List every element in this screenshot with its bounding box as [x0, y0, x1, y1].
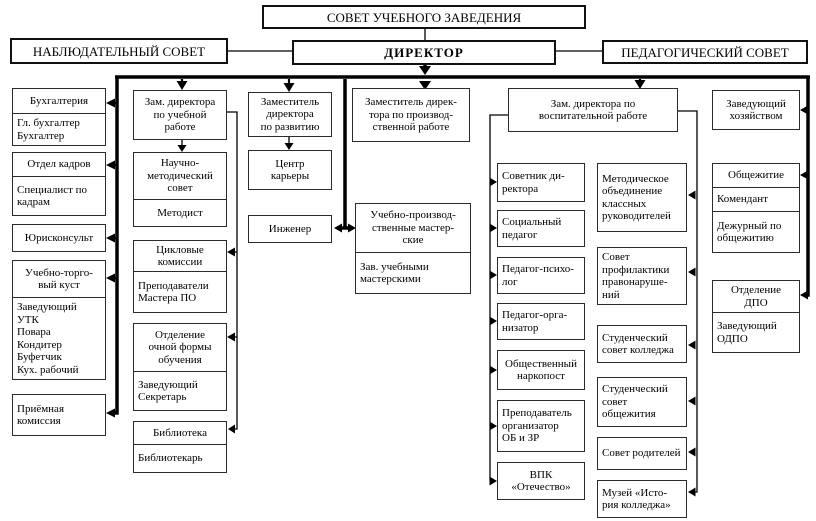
box-vpk-otechestvo: ВПК «Отечество»: [497, 462, 585, 500]
box-director-advisor: Советник ди- ректора: [497, 163, 585, 202]
box-council: СОВЕТ УЧЕБНОГО ЗАВЕДЕНИЯ: [262, 5, 586, 29]
box-public-narcopost: Общественный наркопост: [497, 350, 585, 390]
box-parents-council: Совет родителей: [597, 437, 687, 470]
box-deputy-upbringing: Зам. директора по воспитательной работе: [508, 88, 678, 132]
box-legal-advisor: Юрисконсульт: [12, 224, 106, 252]
box-career-center: Центр карьеры: [248, 150, 332, 190]
box-director: ДИРЕКТОР: [292, 40, 556, 65]
box-library: Библиотека: [133, 421, 227, 445]
box-supervisory-board: НАБЛЮДАТЕЛЬНЫЙ СОВЕТ: [10, 38, 228, 64]
box-method-council: Научно- методический совет: [133, 152, 227, 200]
box-ob-teacher: Преподаватель организатор ОБ и ЗР: [497, 400, 585, 452]
box-training-trade-hub: Учебно-торго- вый куст: [12, 260, 106, 298]
box-cycle-commissions: Цикловые комиссии: [133, 240, 227, 272]
box-commandant: Комендант: [712, 187, 800, 212]
box-student-council-dorm: Студенческий совет общежития: [597, 377, 687, 427]
box-prevention-council: Совет профилактики правонаруше- ний: [597, 247, 687, 305]
box-training-trade-staff: Заведующий УТК Повара Кондитер Буфетчик …: [12, 297, 106, 380]
box-engineer: Инженер: [248, 215, 332, 243]
box-hr-staff: Специалист по кадрам: [12, 176, 106, 216]
box-fulltime-staff: Заведующий Секретарь: [133, 371, 227, 411]
box-odpo-head: Заведующий ОДПО: [712, 312, 800, 353]
box-cycle-staff: Преподаватели Мастера ПО: [133, 271, 227, 313]
box-methodist: Методист: [133, 199, 227, 227]
box-social-pedagogue: Социальный педагог: [497, 210, 585, 247]
box-student-council-college: Студенческий совет колледжа: [597, 325, 687, 363]
box-pedagogue-psychologist: Педагог-психо- лог: [497, 257, 585, 294]
box-deputy-production: Заместитель дирек- тора по производ- ств…: [352, 88, 470, 142]
box-admission-committee: Приёмная комиссия: [12, 394, 106, 436]
box-dorm-duty: Дежурный по общежитию: [712, 211, 800, 253]
box-class-teachers-association: Методическое объединение классных руково…: [597, 163, 687, 232]
box-deputy-development: Заместитель директора по развитию: [248, 92, 332, 137]
box-workshops-head: Зав. учебными мастерскими: [355, 252, 471, 294]
box-pedagogue-organizer: Педагог-орга- низатор: [497, 303, 585, 340]
box-dormitory: Общежитие: [712, 163, 800, 188]
box-librarian: Библиотекарь: [133, 444, 227, 473]
box-dpo-department: Отделение ДПО: [712, 280, 800, 313]
box-fulltime-department: Отделение очной формы обучения: [133, 323, 227, 372]
box-deputy-academic: Зам. директора по учебной работе: [133, 90, 227, 140]
box-hr-department: Отдел кадров: [12, 152, 106, 177]
box-workshops: Учебно-производ- ственные мастер- ские: [355, 203, 471, 253]
box-accounting: Бухгалтерия: [12, 88, 106, 114]
box-accounting-staff: Гл. бухгалтер Бухгалтер: [12, 113, 106, 146]
box-pedagogical-council: ПЕДАГОГИЧЕСКИЙ СОВЕТ: [602, 40, 808, 64]
box-museum: Музей «Исто- рия колледжа»: [597, 480, 687, 518]
box-household-manager: Заведующий хозяйством: [712, 90, 800, 130]
